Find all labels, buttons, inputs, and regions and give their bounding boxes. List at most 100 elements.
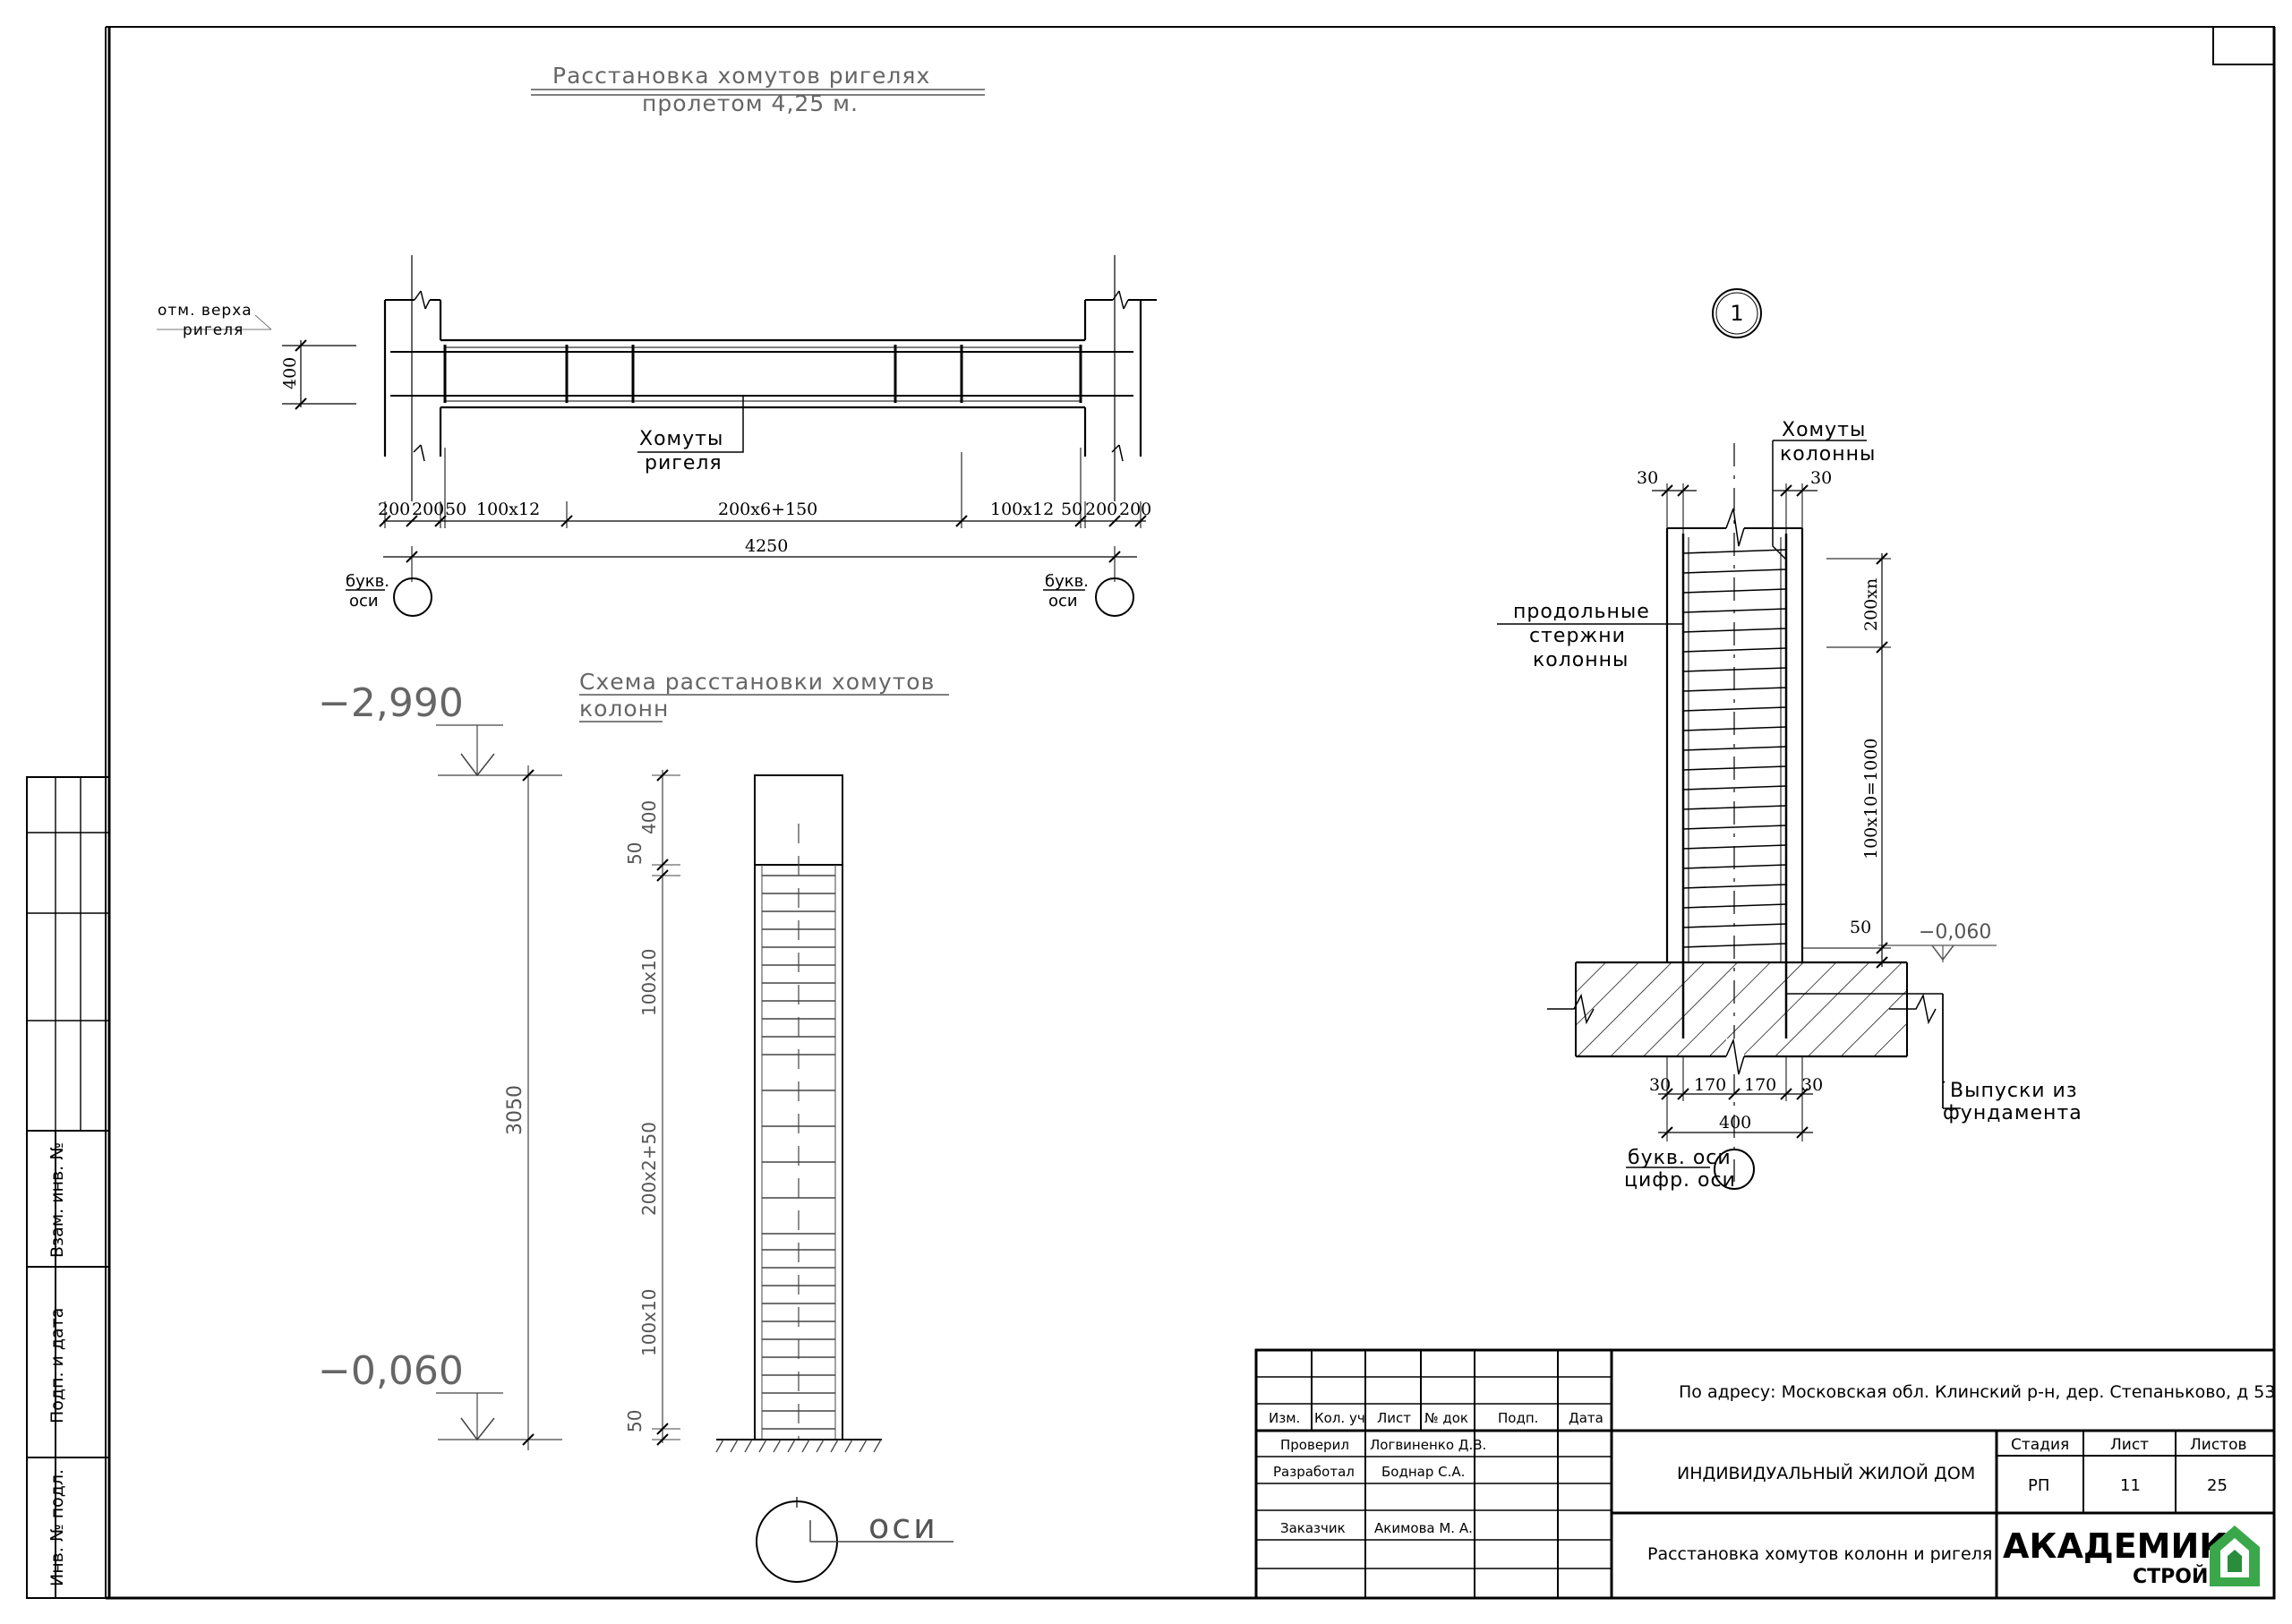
column-dim-3: 200х2+50 — [638, 1122, 660, 1216]
beam-dim-chain: 200 200 50 100х12 200х6+150 100х12 50 20… — [378, 500, 1151, 556]
detail-axis-line1: букв. оси — [1628, 1147, 1732, 1169]
detail-level: −0,060 — [1919, 921, 1991, 944]
title-block-stage: РП — [2028, 1476, 2049, 1495]
detail-axis-line2: цифр. оси — [1624, 1169, 1736, 1192]
detail-dim-top-right: 30 — [1810, 468, 1832, 488]
side-stamp-label-1: Взам. инв. № — [47, 1142, 67, 1258]
company-logo: АКАДЕМИК СТРОЙ — [2003, 1526, 2260, 1588]
column-scheme-drawing — [436, 724, 954, 1583]
detail-stirrup — [1682, 903, 1787, 909]
detail-long-bars-line3: колонны — [1533, 649, 1629, 671]
detail-callout-circle — [1712, 288, 1762, 338]
beam-dim-4: 200х6+150 — [718, 500, 817, 519]
side-stamp-label-3: Инв. № подл. — [47, 1469, 67, 1586]
detail-dim-50: 50 — [1850, 918, 1871, 937]
logo-line1: АКАДЕМИК — [2003, 1526, 2227, 1566]
detail-dim-top-left: 30 — [1637, 468, 1658, 488]
beam-dim-2: 50 — [445, 500, 466, 519]
column-dim-2: 100х10 — [638, 949, 660, 1016]
beam-height-dim: 400 — [280, 357, 300, 389]
title-block-sheets-label: Листов — [2190, 1436, 2247, 1454]
detail-stirrup — [1682, 667, 1787, 672]
detail-stirrup — [1682, 923, 1787, 928]
detail-outlets-line2: фундамента — [1943, 1102, 2082, 1124]
column-dim-ticks — [656, 769, 669, 1446]
beam-top-mark-line1: отм. верха — [158, 302, 252, 320]
beam-top-mark-line2: ригеля — [183, 321, 244, 339]
column-dim-4: 100х10 — [638, 1289, 660, 1356]
beam-stirrups-label-line1: Хомуты — [639, 428, 723, 450]
column-height-dim: 3050 — [504, 1085, 526, 1135]
title-block-sheet-title: Расстановка хомутов колонн и ригеля — [1647, 1544, 1992, 1564]
beam-dim-6: 50 — [1061, 500, 1082, 519]
title-block-object: ИНДИВИДУАЛЬНЫЙ ЖИЛОЙ ДОМ — [1677, 1463, 1975, 1483]
header-list: Лист — [1377, 1410, 1411, 1426]
beam-dim-7: 200 — [1085, 500, 1117, 519]
detail-bottom-dim-1: 170 — [1694, 1075, 1726, 1095]
header-podp: Подп. — [1498, 1410, 1538, 1426]
column-dim-1: 50 — [624, 842, 646, 865]
beam-title-line2: пролетом 4,25 м. — [642, 90, 859, 116]
detail-stirrup — [1682, 884, 1787, 889]
logo-line2: СТРОЙ — [2133, 1565, 2208, 1588]
header-data: Дата — [1569, 1410, 1604, 1426]
title-block-address: По адресу: Московская обл. Клинский р-н,… — [1679, 1382, 2275, 1402]
detail-stirrup — [1682, 805, 1787, 810]
detail-bottom-total: 400 — [1719, 1113, 1751, 1133]
title-block-sheet-label: Лист — [2110, 1436, 2149, 1454]
detail-dim-ticks — [1661, 484, 1888, 1139]
detail-bottom-dim-2: 170 — [1744, 1075, 1776, 1095]
title-block-sheets: 25 — [2207, 1476, 2228, 1495]
column-stirrups — [762, 875, 835, 1430]
detail-dim-100x10: 100х10=1000 — [1861, 739, 1881, 859]
detail-stirrup — [1682, 844, 1787, 850]
side-stamp-label-2: Подп. и дата — [47, 1308, 67, 1423]
detail-stirrups-label-line1: Хомуты — [1782, 419, 1866, 441]
column-scheme-title-line2: колонн — [579, 696, 669, 722]
detail-stirrup — [1682, 943, 1787, 948]
beam-total-dim: 4250 — [745, 536, 788, 556]
detail-bottom-dim-0: 30 — [1649, 1075, 1671, 1095]
column-scheme-title-line1: Схема расстановки хомутов — [579, 669, 935, 695]
detail-callout-number: 1 — [1730, 301, 1743, 326]
title-block-headers: Изм. Кол. уч Лист № док Подп. Дата — [1269, 1410, 1604, 1426]
beam-dim-0: 200 — [378, 500, 410, 519]
column-level-top: −2,990 — [318, 680, 464, 726]
detail-outlets-line1: Выпуски из — [1950, 1080, 2078, 1102]
title-block-stage-label: Стадия — [2011, 1436, 2069, 1454]
detail-stirrup — [1682, 568, 1787, 574]
row-name-0: Логвиненко Д.В. — [1370, 1437, 1486, 1453]
row-name-2: Акимова М. А. — [1374, 1520, 1473, 1536]
row-role-1: Разработал — [1273, 1464, 1355, 1480]
title-block-grid — [1254, 1348, 2276, 1600]
detail-bottom-dim-3: 30 — [1801, 1075, 1823, 1095]
beam-axis-left-line1: букв. — [346, 572, 389, 591]
detail-stirrup — [1682, 628, 1787, 633]
beam-dim-1: 200 — [412, 500, 444, 519]
detail-long-bars-line2: стержни — [1529, 625, 1626, 647]
detail-stirrups — [1682, 549, 1787, 948]
beam-drawing — [157, 255, 1157, 617]
beam-axis-left-line2: оси — [349, 592, 379, 611]
detail-drawing — [1497, 440, 1997, 1190]
beam-title-line1: Расстановка хомутов ригелях — [552, 63, 930, 89]
detail-stirrups-label-line2: колонны — [1780, 443, 1876, 466]
detail-stirrup — [1682, 825, 1787, 830]
beam-dim-3: 100х12 — [476, 500, 540, 519]
detail-stirrup — [1682, 608, 1787, 613]
row-role-2: Заказчик — [1280, 1520, 1346, 1536]
detail-stirrup — [1682, 647, 1787, 653]
beam-axis-right-line1: букв. — [1045, 572, 1089, 591]
title-block-sheet: 11 — [2120, 1476, 2141, 1495]
header-kol-uch: Кол. уч — [1314, 1410, 1365, 1426]
header-doc: № док — [1424, 1410, 1468, 1426]
detail-stirrup — [1682, 706, 1787, 712]
column-axis-label: оси — [868, 1507, 938, 1546]
detail-long-bars-line1: продольные — [1513, 601, 1650, 623]
side-stamp — [26, 776, 110, 1599]
header-izm: Изм. — [1269, 1410, 1300, 1426]
detail-stirrup — [1682, 785, 1787, 791]
row-name-1: Боднар С.А. — [1381, 1464, 1465, 1480]
beam-dim-5: 100х12 — [990, 500, 1054, 519]
